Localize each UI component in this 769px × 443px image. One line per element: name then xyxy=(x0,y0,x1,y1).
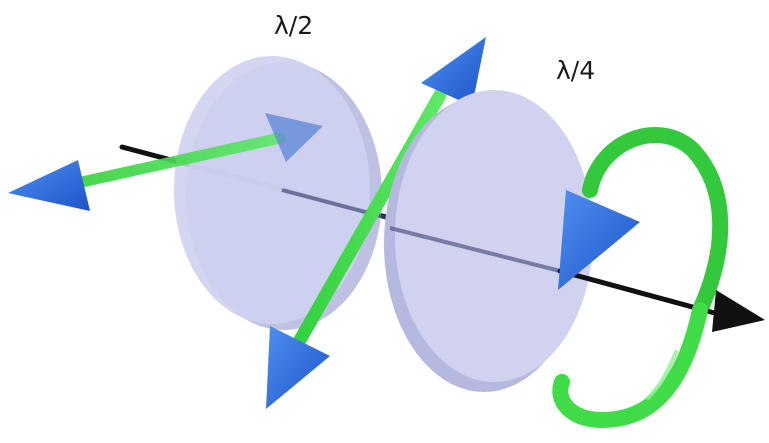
half-wave-plate xyxy=(174,56,382,330)
circular-polarization-back-arc xyxy=(582,127,729,318)
quarter-wave-plate xyxy=(384,90,593,392)
half-wave-plate-label: λ/2 xyxy=(274,11,314,40)
circular-polarization-highlight xyxy=(646,350,678,400)
arrowhead-left-icon xyxy=(8,160,90,211)
circular-polarization-front-arc xyxy=(552,302,708,429)
input-polarization-arrow xyxy=(8,113,323,211)
circular-arrowhead-icon xyxy=(558,190,640,290)
quarter-wave-plate-label: λ/4 xyxy=(556,56,596,85)
arrowhead-inside-plate-icon xyxy=(265,113,323,162)
arrowhead-up-icon xyxy=(421,37,486,106)
beam-arrowhead-icon xyxy=(712,290,765,332)
beam-axis-front-inner xyxy=(389,226,561,273)
arrowhead-down-icon xyxy=(266,326,330,409)
